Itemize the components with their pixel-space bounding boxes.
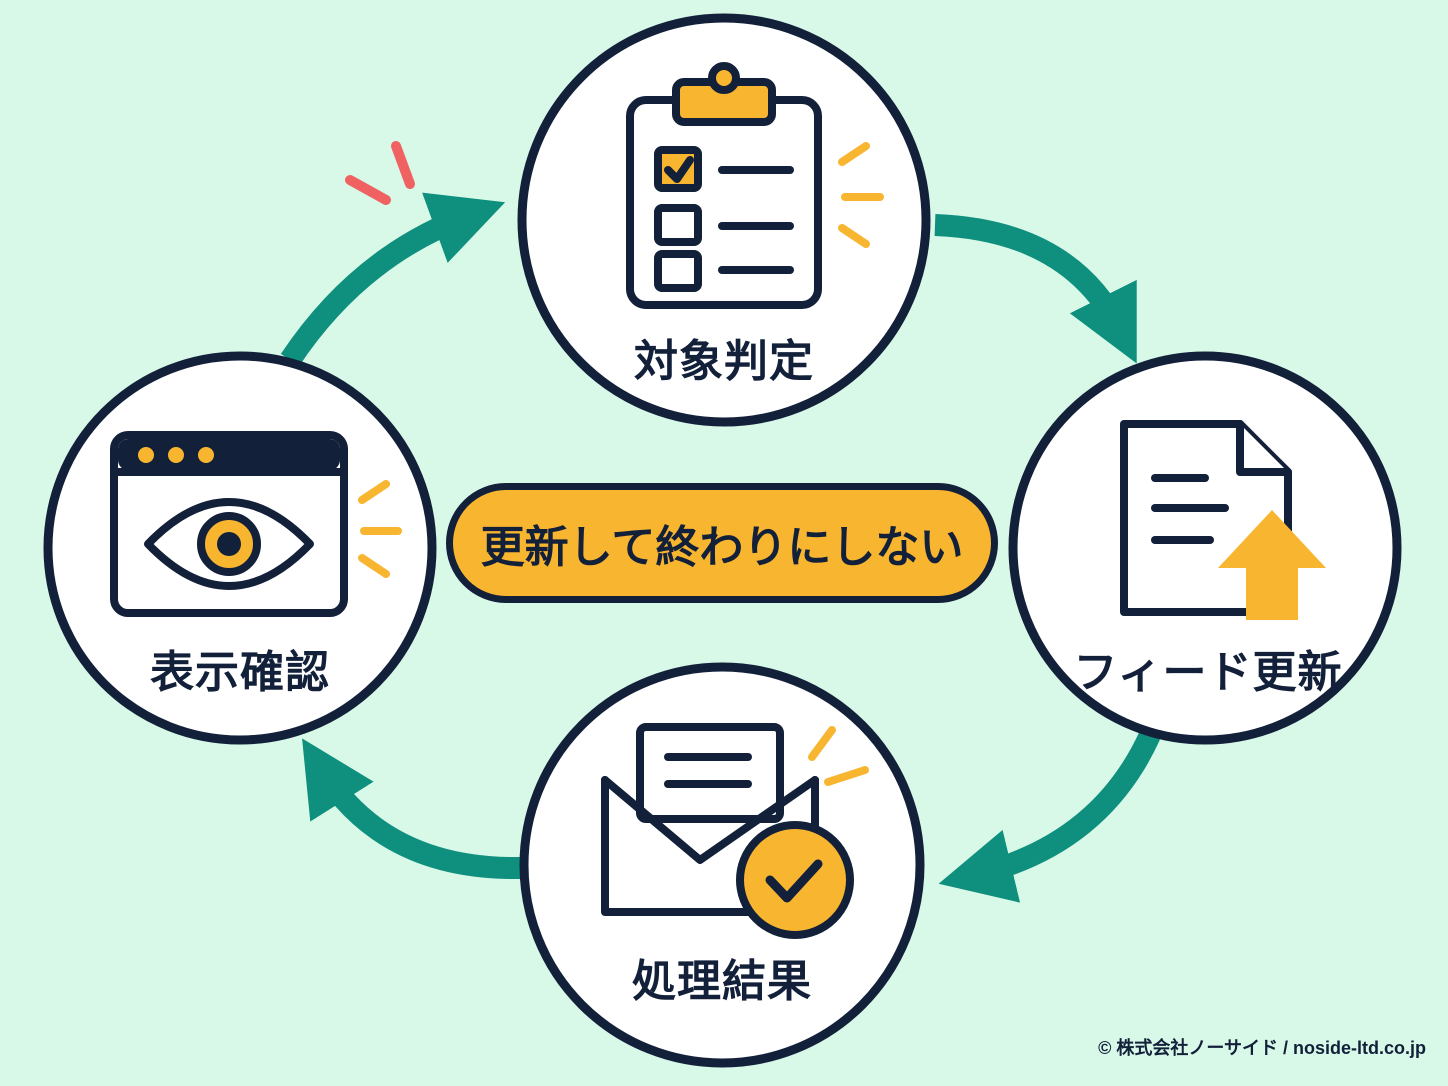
sparkle-result [808,726,869,786]
upload-arrow-icon [1218,510,1326,620]
window-dot-icon [138,447,154,463]
sparkle-display [358,480,402,578]
eye-pupil [217,532,241,556]
center-message-text: 更新して終わりにしない [480,522,964,573]
sparkle-red [345,141,415,205]
window-dot-icon [198,447,214,463]
arrow-target-to-feed [934,214,1137,364]
node-circle-result [519,662,925,1068]
node-label-target: 対象判定 [634,336,814,387]
copyright-notice: © 株式会社ノーサイド / noside-ltd.co.jp [1098,1038,1426,1058]
node-label-result: 処理結果 [632,956,812,1007]
envelope-check-icon [601,723,854,939]
node-label-feed: フィード更新 [1073,647,1343,698]
arrow-feed-to-result [938,730,1161,903]
arrow-display-to-target [280,192,506,367]
arrow-result-to-display [302,738,521,880]
window-dot-icon [168,447,184,463]
node-label-display: 表示確認 [150,647,330,698]
browser-eye-icon [110,431,348,617]
center-message: 更新して終わりにしない [446,483,998,603]
sparkle-target [838,142,884,248]
clipboard-checklist-icon [626,62,822,309]
